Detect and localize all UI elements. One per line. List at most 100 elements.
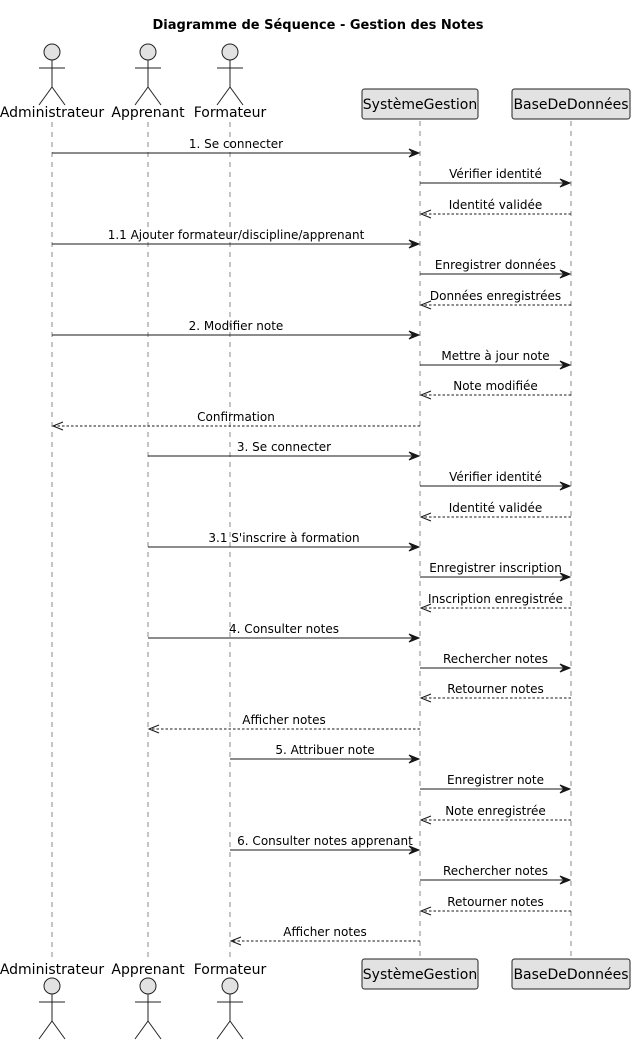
participant-box	[361, 88, 479, 120]
message-label: Identité validée	[449, 198, 543, 212]
message-7: 2. Modifier note	[52, 319, 421, 340]
participant-db-bottom: BaseDeDonnées	[511, 958, 631, 990]
message-label: 3. Se connecter	[237, 440, 331, 454]
open-arrowhead-icon	[419, 815, 432, 825]
message-label: Enregistrer données	[435, 258, 556, 272]
message-label: Enregistrer note	[447, 773, 544, 787]
message-5: Enregistrer données	[420, 258, 572, 279]
message-14: 3.1 S'inscrire à formation	[148, 531, 421, 552]
message-label: Rechercher notes	[443, 864, 548, 878]
diagram-title: Diagramme de Séquence - Gestion des Note…	[153, 18, 484, 33]
actor-appr-top: Apprenant	[111, 43, 185, 121]
solid-arrowhead-icon	[559, 269, 572, 279]
open-arrowhead-icon	[147, 724, 160, 734]
solid-arrowhead-icon	[559, 784, 572, 794]
actor-head-icon	[43, 977, 61, 995]
actor-left-leg-icon	[38, 1020, 53, 1040]
actor-admin-bottom: Administrateur	[0, 962, 104, 1040]
solid-arrowhead-icon	[408, 754, 421, 764]
message-15: Enregistrer inscription	[420, 561, 572, 582]
message-16: Inscription enregistrée	[419, 592, 571, 613]
message-9: Note modifiée	[419, 379, 571, 400]
message-26: Retourner notes	[419, 895, 571, 916]
solid-arrowhead-icon	[408, 148, 421, 158]
participant-name-db: BaseDeDonnées	[513, 967, 628, 983]
message-3: Identité validée	[419, 198, 571, 219]
actor-right-leg-icon	[229, 86, 244, 106]
message-label: Inscription enregistrée	[428, 592, 563, 606]
participant-name-db: BaseDeDonnées	[513, 97, 628, 113]
message-label: Enregistrer inscription	[429, 561, 562, 575]
actor-right-leg-icon	[229, 1020, 244, 1040]
participant-sys-top: SystèmeGestion	[361, 88, 479, 120]
message-19: Retourner notes	[419, 682, 571, 703]
message-11: 3. Se connecter	[148, 440, 421, 461]
solid-arrowhead-icon	[559, 875, 572, 885]
actor-right-leg-icon	[147, 1020, 162, 1040]
message-20: Afficher notes	[147, 713, 420, 734]
actor-admin-top: Administrateur	[0, 43, 104, 121]
message-6: Données enregistrées	[419, 289, 571, 310]
message-label: Vérifier identité	[449, 470, 542, 484]
actor-left-leg-icon	[134, 86, 149, 106]
message-label: Vérifier identité	[449, 167, 542, 181]
message-4: 1.1 Ajouter formateur/discipline/apprena…	[52, 228, 421, 249]
solid-arrowhead-icon	[408, 633, 421, 643]
participant-sys-bottom: SystèmeGestion	[361, 958, 479, 990]
message-22: Enregistrer note	[420, 773, 572, 794]
actor-name-form: Formateur	[194, 962, 267, 978]
open-arrowhead-icon	[419, 512, 432, 522]
solid-arrowhead-icon	[408, 239, 421, 249]
message-21: 5. Attribuer note	[230, 743, 421, 764]
message-12: Vérifier identité	[420, 470, 572, 491]
actor-form-top: Formateur	[194, 43, 267, 121]
message-13: Identité validée	[419, 501, 571, 522]
message-27: Afficher notes	[229, 925, 420, 946]
solid-arrowhead-icon	[559, 178, 572, 188]
message-label: Identité validée	[449, 501, 543, 515]
actor-left-leg-icon	[38, 86, 53, 106]
message-23: Note enregistrée	[419, 804, 571, 825]
open-arrowhead-icon	[419, 300, 432, 310]
actor-name-form: Formateur	[194, 105, 267, 121]
actor-name-appr: Apprenant	[111, 962, 185, 978]
message-label: Retourner notes	[447, 895, 544, 909]
actor-form-bottom: Formateur	[194, 962, 267, 1040]
message-label: Afficher notes	[242, 713, 325, 727]
solid-arrowhead-icon	[408, 451, 421, 461]
actor-appr-bottom: Apprenant	[111, 962, 185, 1040]
open-arrowhead-icon	[419, 209, 432, 219]
solid-arrowhead-icon	[559, 360, 572, 370]
open-arrowhead-icon	[51, 421, 64, 431]
open-arrowhead-icon	[419, 693, 432, 703]
message-label: 1.1 Ajouter formateur/discipline/apprena…	[108, 228, 365, 242]
participant-box	[511, 958, 631, 990]
open-arrowhead-icon	[229, 936, 242, 946]
actor-head-icon	[221, 43, 239, 61]
actor-head-icon	[139, 977, 157, 995]
actor-name-admin: Administrateur	[0, 105, 104, 121]
open-arrowhead-icon	[419, 906, 432, 916]
solid-arrowhead-icon	[559, 481, 572, 491]
open-arrowhead-icon	[419, 390, 432, 400]
message-25: Rechercher notes	[420, 864, 572, 885]
solid-arrowhead-icon	[559, 572, 572, 582]
open-arrowhead-icon	[419, 603, 432, 613]
actor-head-icon	[221, 977, 239, 995]
solid-arrowhead-icon	[408, 330, 421, 340]
participant-headers-bottom: Administrateur Apprenant Formateur SystèmeG…	[0, 958, 631, 1040]
message-label: Note enregistrée	[445, 804, 546, 818]
participant-name-sys: SystèmeGestion	[363, 97, 477, 113]
participant-name-sys: SystèmeGestion	[363, 967, 477, 983]
message-label: Retourner notes	[447, 682, 544, 696]
message-label: 5. Attribuer note	[275, 743, 374, 757]
message-label: 1. Se connecter	[189, 137, 283, 151]
message-label: 2. Modifier note	[189, 319, 284, 333]
actor-right-leg-icon	[51, 1020, 66, 1040]
message-1: 1. Se connecter	[52, 137, 421, 158]
message-label: 6. Consulter notes apprenant	[237, 834, 413, 848]
